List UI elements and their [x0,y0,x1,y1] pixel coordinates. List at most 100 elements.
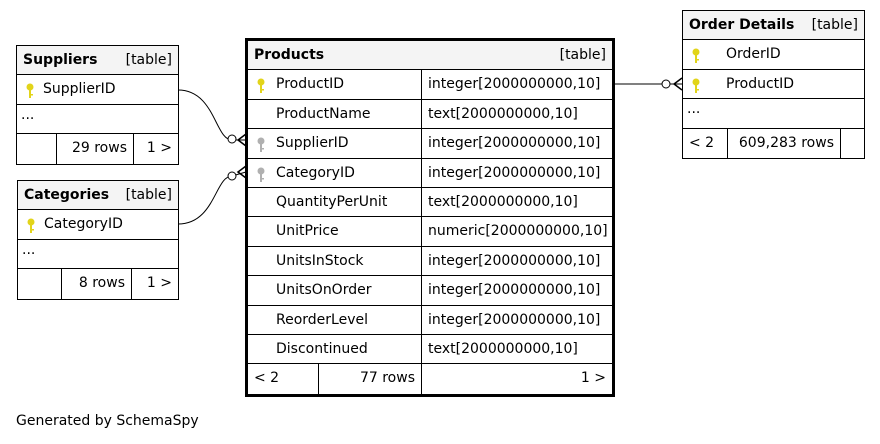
more-columns[interactable]: ... [18,240,178,270]
column-row[interactable]: Discontinued text[2000000000,10] [248,334,612,365]
nav-prev-link[interactable]: < 2 [683,128,728,158]
column-row[interactable]: ProductID [683,70,864,100]
ellipsis: ... [22,241,36,258]
primary-key-icon [27,218,35,234]
primary-key-icon [692,48,700,64]
edge-optional-marker [227,134,237,144]
row-count: 29 rows [57,134,134,164]
table-header: Suppliers [table] [17,46,178,76]
column-row[interactable]: SupplierID [17,75,178,105]
column-name: UnitPrice [276,223,339,240]
table-header: Categories [table] [18,181,178,211]
column-row[interactable]: CategoryID [18,210,178,240]
table-footer: < 2 609,283 rows [683,128,864,158]
edge-crow-foot [672,77,683,91]
primary-key-icon [26,83,34,99]
column-type: numeric[2000000000,10] [428,223,608,240]
column-type: text[2000000000,10] [428,193,578,210]
more-columns[interactable]: ... [683,99,864,129]
column-name-cell: SupplierID [248,129,422,158]
table-footer: 8 rows 1 > [18,269,178,299]
edge-crow-foot [236,165,247,179]
column-name: ProductName [276,105,371,122]
more-columns[interactable]: ... [17,105,178,135]
primary-key-icon [692,78,700,93]
column-name: CategoryID [44,216,123,233]
column-row[interactable]: UnitPrice numeric[2000000000,10] [248,217,612,247]
column-name: SupplierID [43,81,116,98]
primary-key-icon [257,78,265,94]
table-footer: 29 rows 1 > [17,134,178,164]
column-name-cell: UnitPrice [248,217,422,246]
column-row[interactable]: QuantityPerUnit text[2000000000,10] [248,187,612,218]
row-count: 77 rows [319,364,422,394]
table-header: Products [table] [248,41,612,71]
column-name-cell: UnitsOnOrder [248,276,422,305]
column-name-cell: QuantityPerUnit [248,187,422,217]
table-categories[interactable]: Categories [table] CategoryID ... 8 rows… [17,180,179,300]
column-type: integer[2000000000,10] [428,135,601,152]
table-type: [table] [559,47,606,63]
column-type: integer[2000000000,10] [428,76,601,93]
column-name-cell: Discontinued [248,334,422,364]
row-count: 609,283 rows [728,128,841,158]
column-row[interactable]: UnitsInStock integer[2000000000,10] [248,246,612,277]
column-name: ProductID [276,76,345,93]
foreign-key-icon [257,167,265,182]
table-header: Order Details [table] [683,11,864,41]
column-name: Discontinued [276,340,368,357]
nav-prev-empty [18,269,62,299]
foreign-key-icon [257,137,265,153]
column-name: SupplierID [276,135,349,152]
column-name: UnitsOnOrder [276,282,372,299]
column-row[interactable]: ProductID integer[2000000000,10] [248,70,612,100]
column-type: text[2000000000,10] [428,340,578,357]
column-name: CategoryID [276,164,355,181]
column-type: integer[2000000000,10] [428,282,601,299]
column-name: ProductID [726,75,795,92]
column-type: text[2000000000,10] [428,105,578,122]
table-footer: < 2 77 rows 1 > [248,364,612,394]
table-name: Suppliers [23,52,98,68]
column-type: integer[2000000000,10] [428,164,601,181]
column-name-cell: ProductID [248,70,422,99]
nav-prev-link[interactable]: < 2 [248,364,319,394]
nav-next-link[interactable]: 1 > [580,370,606,387]
table-order-details[interactable]: Order Details [table] OrderID ProductID … [682,10,865,159]
column-name: ReorderLevel [276,311,368,328]
column-row[interactable]: OrderID [683,40,864,70]
column-row[interactable]: UnitsOnOrder integer[2000000000,10] [248,276,612,306]
column-name: QuantityPerUnit [276,193,388,210]
ellipsis: ... [687,101,701,118]
column-name-cell: CategoryID [248,158,422,187]
column-type: integer[2000000000,10] [428,252,601,269]
nav-prev-empty [17,134,57,164]
column-name-cell: UnitsInStock [248,246,422,276]
table-name: Order Details [689,17,795,33]
table-type: [table] [125,52,172,68]
table-suppliers[interactable]: Suppliers [table] SupplierID ... 29 rows… [16,45,179,165]
edge-categories-products [177,171,247,225]
column-name-cell: ReorderLevel [248,305,422,334]
edge-crow-foot [236,133,247,147]
row-count: 8 rows [62,269,132,299]
edge-optional-marker [661,79,671,89]
generated-by-note: Generated by SchemaSpy [16,413,199,429]
edge-suppliers-products [177,89,246,141]
nav-next-empty [841,129,864,158]
table-type: [table] [125,187,172,203]
edge-optional-marker [227,171,237,181]
column-name: UnitsInStock [276,252,364,269]
table-name: Products [254,47,325,63]
column-row[interactable]: ProductName text[2000000000,10] [248,99,612,130]
table-type: [table] [811,17,858,33]
table-name: Categories [24,187,110,203]
nav-next-link[interactable]: 1 > [146,140,172,157]
column-row[interactable]: SupplierID integer[2000000000,10] [248,129,612,159]
column-row[interactable]: CategoryID integer[2000000000,10] [248,158,612,188]
nav-next-link[interactable]: 1 > [146,275,172,292]
table-products[interactable]: Products [table] ProductID integer[200000… [245,38,615,397]
